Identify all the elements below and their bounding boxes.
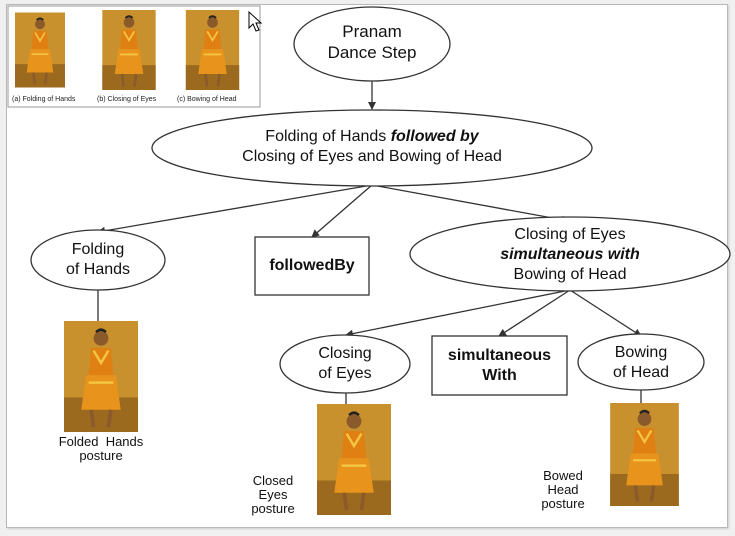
photo-folded-hands <box>64 321 138 432</box>
node-closing-line2: of Eyes <box>318 365 372 382</box>
node-closing-bowing-ellipse <box>409 216 731 292</box>
node-pranam-ellipse <box>293 6 451 82</box>
node-simultaneous-label: simultaneous With <box>432 336 567 395</box>
edge-cb-closing <box>345 289 571 338</box>
caption-bowed-head-line2: Head <box>547 482 579 497</box>
node-closing-bowing-keyword: simultaneous with <box>500 246 640 263</box>
caption-folded-hands: Folded Hands posture <box>40 435 162 463</box>
thumbnail-caption-b: (b) Closing of Eyes <box>97 96 157 103</box>
node-level1-line2: Closing of Eyes and Bowing of Head <box>242 148 502 165</box>
node-folding-line1: Folding <box>71 241 125 258</box>
caption-closed-eyes-line3: posture <box>251 501 295 516</box>
node-pranam-line1: Pranam <box>342 22 402 41</box>
caption-bowed-head-line1: Bowed <box>543 468 583 483</box>
edge-cb-simultaneous <box>498 289 571 337</box>
node-bowing-label: Bowing of Head <box>580 343 702 383</box>
caption-bowed-head: Bowed Head posture <box>530 469 596 511</box>
node-closing-bowing-line1: Closing of Eyes <box>514 226 626 243</box>
edge-level1-closing-bowing <box>371 184 570 224</box>
thumbnail-folding-hands <box>15 11 65 89</box>
node-closing-label: Closing of Eyes <box>283 344 407 384</box>
node-simultaneous-box <box>431 335 568 396</box>
thumbnail-bowing-head <box>184 10 241 90</box>
node-folding-ellipse <box>30 229 166 291</box>
node-pranam-line2: Dance Step <box>327 43 417 63</box>
node-level1-keyword: followed by <box>390 128 479 145</box>
node-bowing-ellipse <box>577 333 705 391</box>
caption-closed-eyes-line1: Closed <box>252 473 294 488</box>
node-level1-text: Folding of Hands <box>265 128 391 145</box>
node-followedby-box <box>254 236 370 296</box>
node-simultaneous-line1: simultaneous <box>447 347 552 365</box>
caption-closed-eyes-line2: Eyes <box>258 487 288 502</box>
edge-level1-followedby <box>311 184 373 238</box>
thumbnail-caption-a: (a) Folding of Hands <box>12 96 76 103</box>
edge-cb-bowing <box>569 289 642 337</box>
thumbnail-caption-c: (c) Bowing of Head <box>177 96 237 103</box>
node-folding-label: Folding of Hands <box>36 240 160 280</box>
node-closing-ellipse <box>279 334 411 394</box>
thumbnail-strip <box>7 5 261 108</box>
node-closing-bowing-label: Closing of Eyes simultaneous with Bowing… <box>420 225 720 285</box>
node-simultaneous-line2: With <box>482 366 517 384</box>
node-level1-ellipse <box>151 109 593 187</box>
edge-level1-folding <box>97 184 373 235</box>
node-level1-label: Folding of Hands followed by Closing of … <box>160 127 584 167</box>
node-folding-line2: of Hands <box>65 261 131 278</box>
photo-bowed-head <box>610 403 679 506</box>
mouse-cursor-icon <box>248 10 263 32</box>
caption-bowed-head-line3: posture <box>541 496 585 511</box>
thumbnail-closing-eyes <box>100 10 158 90</box>
caption-folded-hands-line2: posture <box>79 448 123 463</box>
caption-closed-eyes: Closed Eyes posture <box>240 474 306 516</box>
node-closing-line1: Closing <box>318 345 372 362</box>
node-closing-bowing-line3: Bowing of Head <box>513 266 627 283</box>
node-bowing-line1: Bowing <box>614 344 668 361</box>
connector-lines <box>97 80 642 405</box>
photo-closed-eyes <box>317 404 391 515</box>
node-bowing-line2: of Head <box>612 364 670 381</box>
node-followedby-label: followedBy <box>269 257 355 275</box>
node-pranam-label: Pranam Dance Step <box>294 21 450 64</box>
caption-folded-hands-line1: Folded Hands <box>58 434 144 449</box>
